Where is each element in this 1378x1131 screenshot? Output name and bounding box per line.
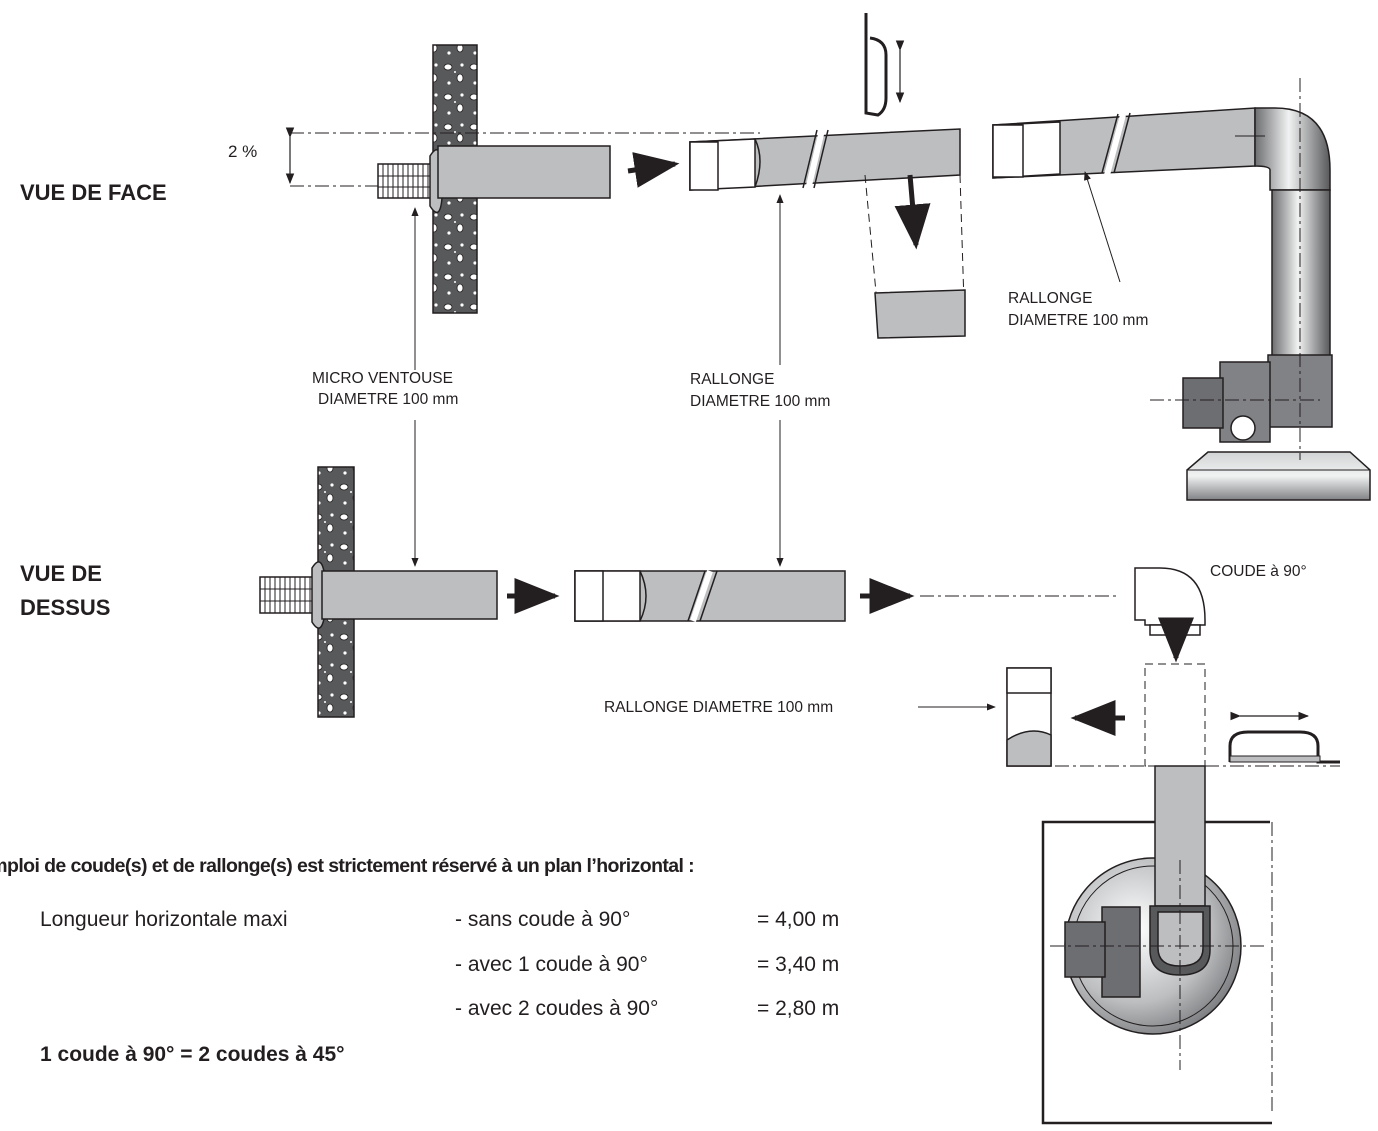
rule-row-value: = 4,00 m	[757, 908, 840, 931]
top-view-title-line1: VUE DE	[20, 561, 102, 586]
label-rallonge-mid: RALLONGE	[690, 371, 775, 388]
rule-row-value: = 3,40 m	[757, 953, 840, 976]
rule-row-value: = 2,80 m	[757, 997, 840, 1020]
label-coude: COUDE à 90°	[1210, 563, 1307, 580]
rules-length-label: Longueur horizontale maxi	[40, 908, 288, 931]
top-view-title-line2: DESSUS	[20, 595, 111, 620]
rule-row-condition: - sans coude à 90°	[455, 908, 631, 931]
grille-front	[377, 163, 434, 199]
top-view	[259, 420, 1340, 1125]
slope-label: 2 %	[228, 142, 258, 161]
rule-row-condition: - avec 2 coudes à 90°	[455, 997, 659, 1020]
front-view	[285, 13, 1371, 501]
label-rallonge-right: RALLONGE	[1008, 290, 1093, 307]
label-rallonge-bottom: RALLONGE DIAMETRE 100 mm	[604, 699, 834, 716]
rules-heading: L’emploi de coude(s) et de rallonge(s) e…	[0, 855, 695, 877]
front-view-title: VUE DE FACE	[20, 180, 167, 205]
label-micro-ventouse-diameter: DIAMETRE 100 mm	[318, 391, 459, 408]
label-rallonge-mid-diameter: DIAMETRE 100 mm	[690, 393, 831, 410]
micro-ventouse-pipe-top	[321, 570, 498, 620]
label-rallonge-right-diameter: DIAMETRE 100 mm	[1008, 312, 1149, 329]
rule-row-condition: - avec 1 coude à 90°	[455, 953, 648, 976]
elbow-equivalence-note: 1 coude à 90° = 2 coudes à 45°	[40, 1043, 345, 1066]
label-micro-ventouse: MICRO VENTOUSE	[312, 370, 453, 387]
micro-ventouse-pipe-front	[437, 145, 611, 199]
